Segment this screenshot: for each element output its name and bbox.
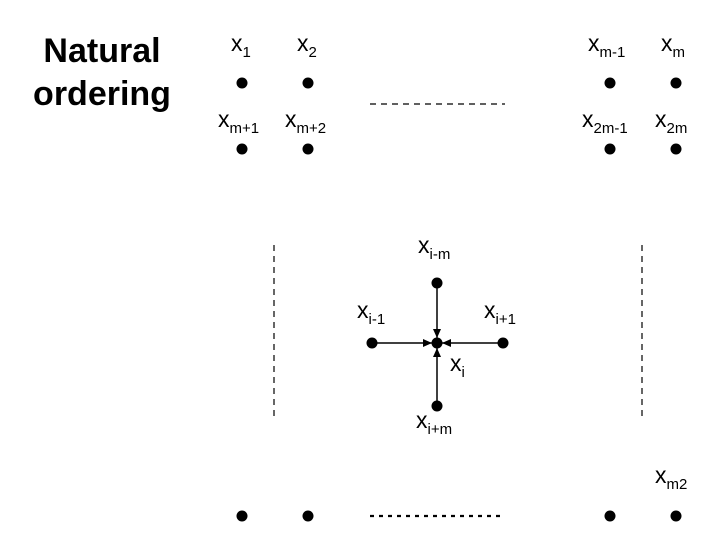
label-x_i+1: xi+1 (484, 297, 516, 328)
label-x_i+m: xi+m (416, 407, 452, 438)
node-x_i+m (431, 400, 443, 412)
node-x_i (431, 337, 443, 349)
label-x_i: xi (450, 350, 465, 381)
node-x_m-1 (604, 77, 616, 89)
node-x_i-1 (366, 337, 378, 349)
label-x_m+1: xm+1 (218, 106, 259, 137)
diagram-title: Natural ordering (14, 30, 190, 116)
node-x_m+2 (302, 143, 314, 155)
label-x_m2: xm2 (655, 462, 687, 493)
label-x1: x1 (231, 30, 251, 61)
node-bottom-2 (302, 510, 314, 522)
node-x_i+1 (497, 337, 509, 349)
node-x_2m (670, 143, 682, 155)
node-bottom-1 (236, 510, 248, 522)
label-x2: x2 (297, 30, 317, 61)
label-x_i-1: xi-1 (357, 297, 385, 328)
title-line-2: ordering (33, 75, 171, 113)
title-line-1: Natural (43, 32, 161, 70)
node-x_m (670, 77, 682, 89)
node-x_m+1 (236, 143, 248, 155)
label-x_m: xm (661, 30, 685, 61)
label-x_i-m: xi-m (418, 232, 450, 263)
node-x_2m-1 (604, 143, 616, 155)
node-bottom-3 (604, 510, 616, 522)
label-x_m-1: xm-1 (588, 30, 625, 61)
node-x1 (236, 77, 248, 89)
label-x_2m: x2m (655, 106, 687, 137)
node-x_i-m (431, 277, 443, 289)
label-x_m+2: xm+2 (285, 106, 326, 137)
node-x_m2 (670, 510, 682, 522)
node-x2 (302, 77, 314, 89)
label-x_2m-1: x2m-1 (582, 106, 628, 137)
